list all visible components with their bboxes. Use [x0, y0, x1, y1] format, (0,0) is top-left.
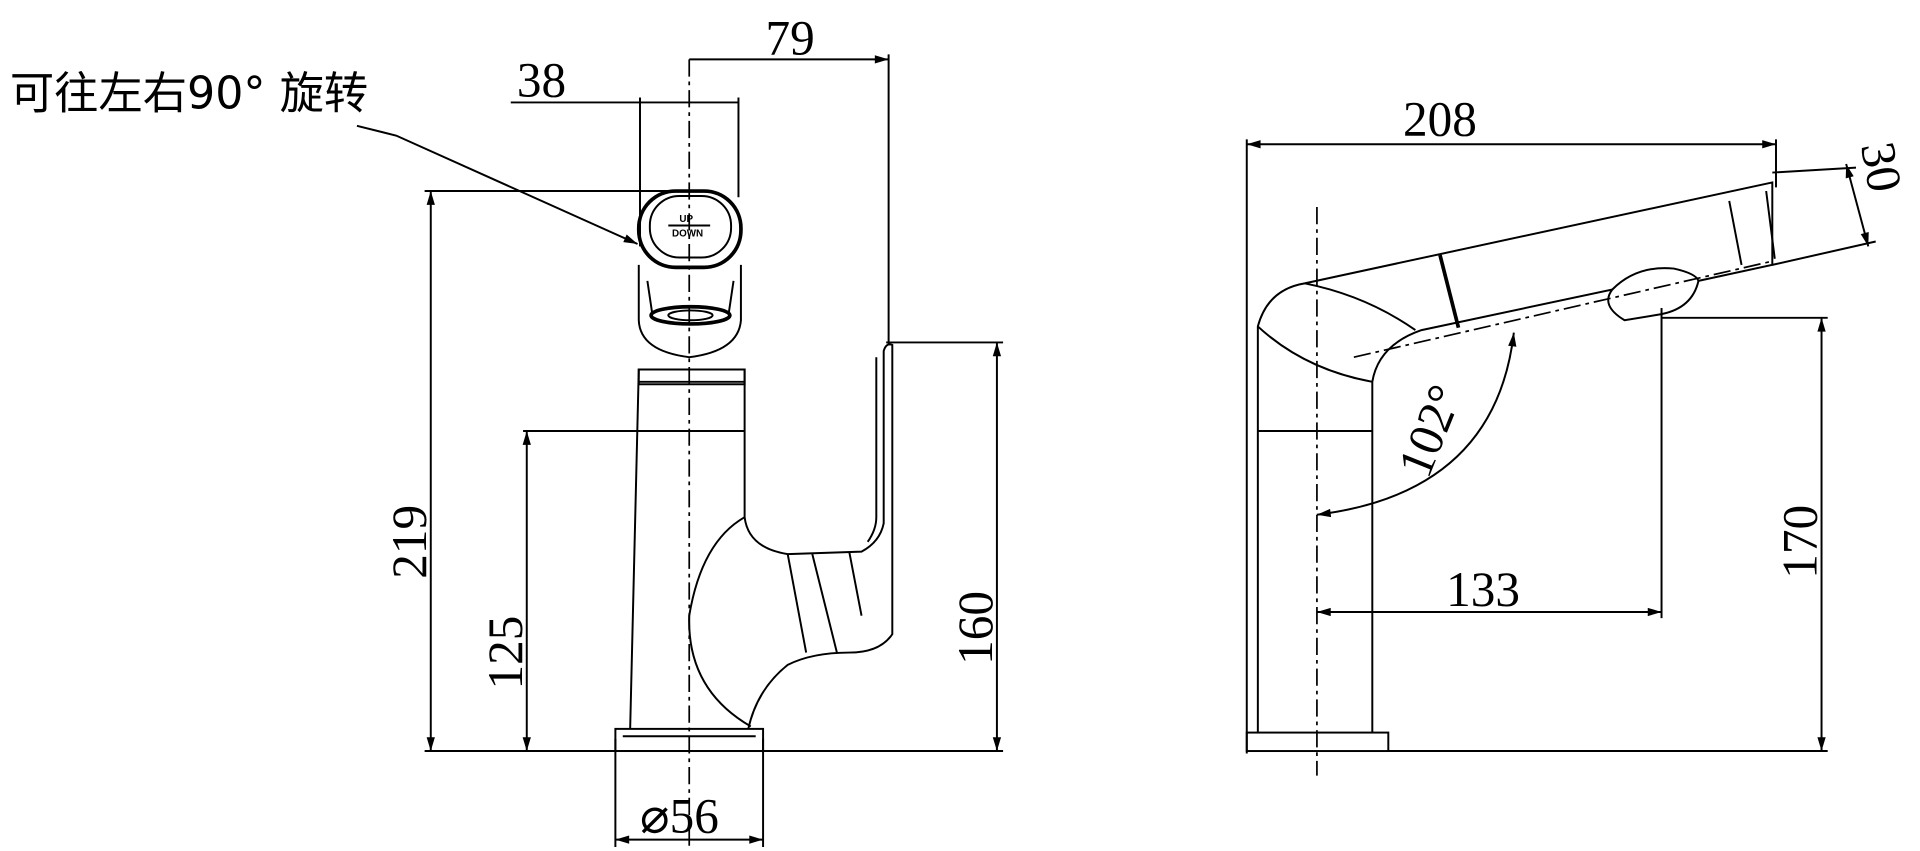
- dim-56-label: ⌀56: [640, 788, 719, 843]
- base-plate: [1245, 731, 1390, 753]
- side-view: 208 30 133 170 102°: [1245, 92, 1913, 776]
- dim-79-label: 79: [766, 10, 815, 65]
- dim-125-label: 125: [478, 616, 533, 690]
- button-label-up: UP: [679, 214, 693, 225]
- faucet-front: UP DOWN: [614, 189, 894, 753]
- dim-133-label: 133: [1446, 562, 1520, 617]
- extension-line: [1772, 240, 1876, 266]
- button-label-down: DOWN: [672, 229, 703, 240]
- up-down-button: [636, 189, 743, 270]
- dim-30-line: [1845, 163, 1870, 247]
- dim-38-label: 38: [517, 52, 566, 107]
- faucet-side: [1245, 181, 1776, 753]
- note-leader-line: [356, 124, 638, 245]
- dim-208-label: 208: [1403, 92, 1477, 147]
- dim-170-label: 170: [1773, 505, 1828, 579]
- angle-label: 102°: [1387, 377, 1473, 484]
- extension-line: [1772, 166, 1857, 174]
- dim-219-label: 219: [382, 505, 437, 579]
- spout-axis: [1353, 260, 1773, 359]
- front-view: 可往左右90° 旋转 79 38 219 125 160 ⌀56: [10, 10, 1004, 850]
- rotation-note: 可往左右90° 旋转: [10, 69, 368, 120]
- base-plate: [614, 727, 765, 753]
- dim-160-label: 160: [948, 591, 1003, 665]
- dim-30-label: 30: [1850, 138, 1913, 196]
- angle-arc: [1316, 332, 1517, 518]
